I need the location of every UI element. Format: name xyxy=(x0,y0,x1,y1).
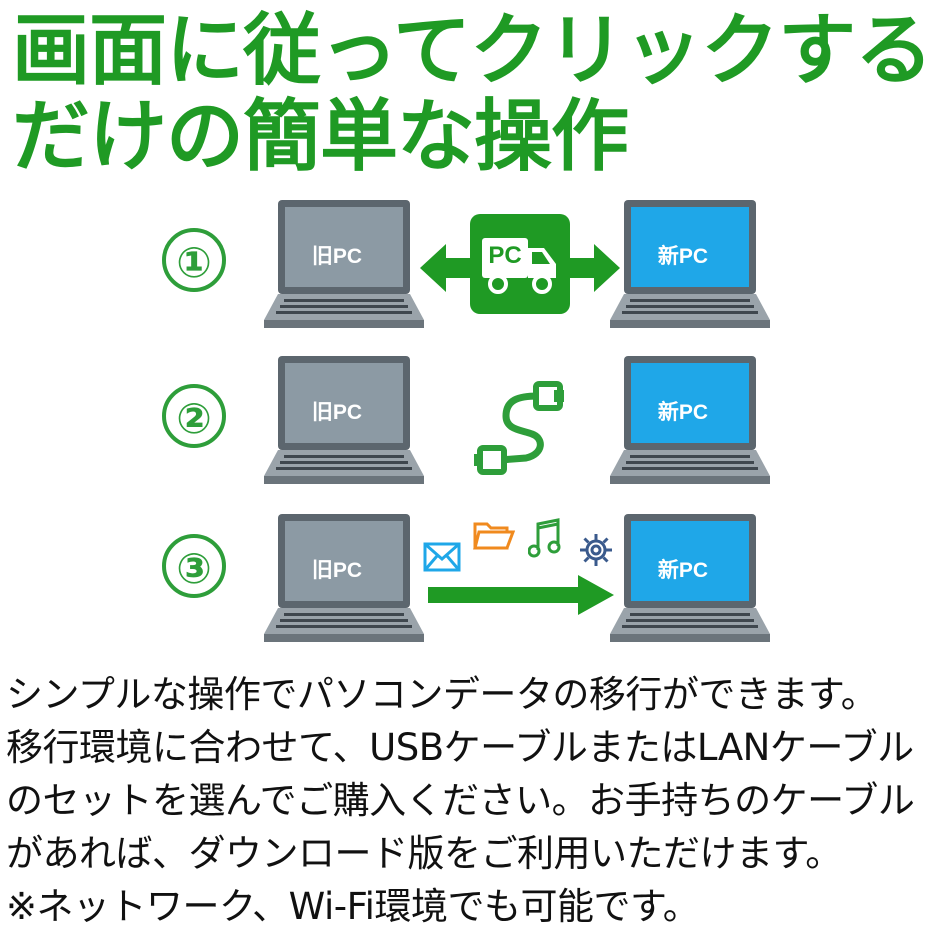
new-pc-label: 新PC xyxy=(657,559,709,582)
headline-line-2: だけの簡単な操作 xyxy=(12,92,629,182)
usb-cable-icon xyxy=(474,381,564,475)
truck-icon: PC xyxy=(470,214,570,314)
step-number-1: ① xyxy=(162,228,226,292)
description-line-1: シンプルな操作でパソコンデータの移行ができます。 xyxy=(6,673,878,716)
description-line-3: のセットを選んでご購入ください。お手持ちのケーブル xyxy=(6,779,915,822)
old-pc-laptop: 旧PC xyxy=(264,200,424,328)
folder-icon xyxy=(473,522,515,550)
new-pc-laptop: 新PC xyxy=(610,200,770,328)
music-icon xyxy=(528,518,561,558)
description-line-4: があれば、ダウンロード版をご利用いただけます。 xyxy=(6,832,842,875)
description-line-5: ※ネットワーク、Wi-Fi環境でも可能です。 xyxy=(6,885,700,928)
new-pc-laptop: 新PC xyxy=(610,356,770,484)
description-line-2: 移行環境に合わせて、USBケーブルまたはLANケーブル xyxy=(6,726,914,769)
new-pc-label: 新PC xyxy=(657,245,709,268)
old-pc-laptop: 旧PC xyxy=(264,356,424,484)
headline-line-1: 画面に従ってクリックする xyxy=(12,6,933,96)
right-arrow-icon xyxy=(428,575,614,615)
old-pc-laptop: 旧PC xyxy=(264,514,424,642)
mail-icon xyxy=(423,542,461,572)
old-pc-label: 旧PC xyxy=(311,559,363,582)
old-pc-label: 旧PC xyxy=(311,245,363,268)
new-pc-label: 新PC xyxy=(657,401,709,424)
step-number-2: ② xyxy=(162,384,226,448)
new-pc-laptop: 新PC xyxy=(610,514,770,642)
old-pc-label: 旧PC xyxy=(311,401,363,424)
description: シンプルな操作でパソコンデータの移行ができます。 移行環境に合わせて、USBケー… xyxy=(6,668,942,933)
truck-label: PC xyxy=(488,242,522,269)
step-number-3: ③ xyxy=(162,534,226,598)
gear-icon xyxy=(580,534,612,566)
